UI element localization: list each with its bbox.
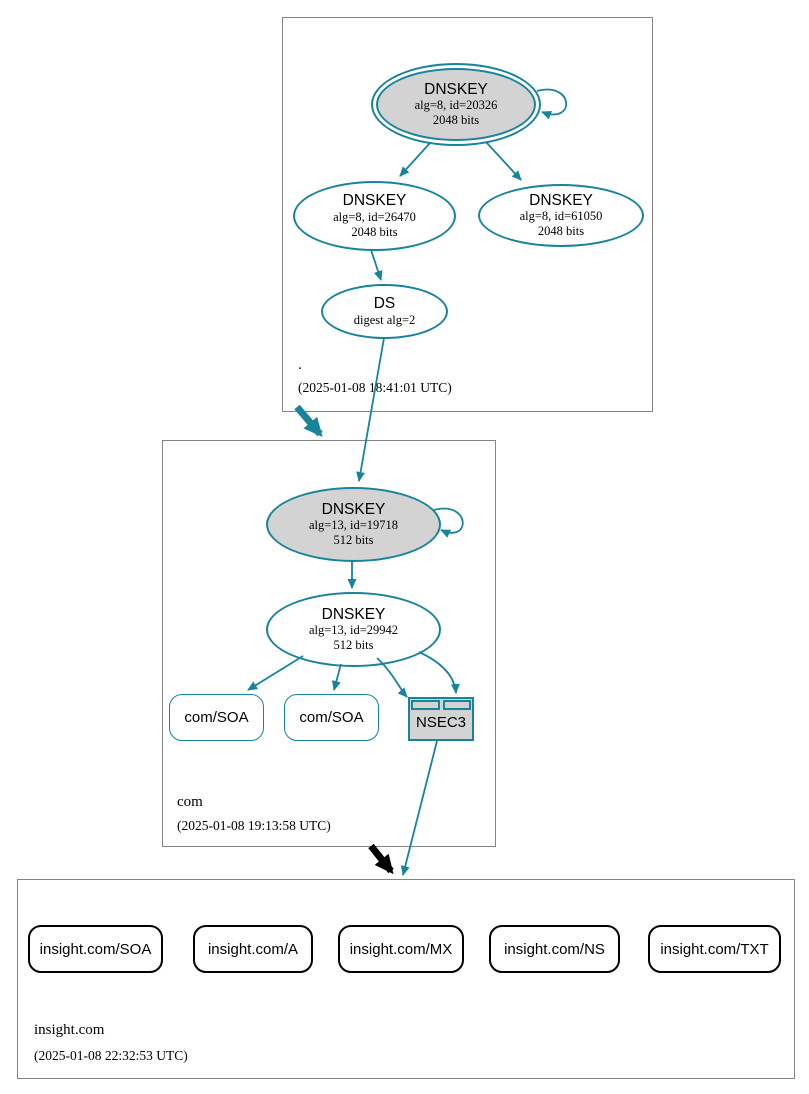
node-root-zsk-title: DNSKEY — [342, 192, 407, 210]
node-root-dnskey3-detail2: 2048 bits — [537, 224, 585, 239]
node-root-ksk-inner: DNSKEY alg=8, id=20326 2048 bits — [376, 68, 536, 141]
node-com-ksk-title: DNSKEY — [321, 500, 386, 518]
node-root-ksk-detail2: 2048 bits — [432, 113, 480, 128]
zone-label-insight: insight.com — [34, 1022, 105, 1038]
node-root-zsk-26470: DNSKEY alg=8, id=26470 2048 bits — [293, 181, 456, 251]
node-root-ksk-title: DNSKEY — [424, 80, 488, 98]
node-com-soa-1: com/SOA — [169, 694, 264, 741]
node-root-dnskey-61050: DNSKEY alg=8, id=61050 2048 bits — [478, 184, 644, 247]
node-com-zsk-detail1: alg=13, id=29942 — [308, 623, 399, 638]
zone-timestamp-com: (2025-01-08 19:13:58 UTC) — [177, 818, 331, 833]
node-com-nsec3: NSEC3 — [408, 697, 474, 741]
nsec3-header-cells — [411, 700, 471, 710]
node-com-zsk-detail2: 512 bits — [333, 638, 374, 653]
node-insight-mx-label: insight.com/MX — [349, 940, 453, 958]
node-com-soa-1-label: com/SOA — [184, 709, 249, 726]
node-root-dnskey3-detail1: alg=8, id=61050 — [519, 209, 603, 224]
node-insight-ns: insight.com/NS — [489, 925, 620, 973]
zone-label-com: com — [177, 794, 203, 810]
node-root-ksk-detail1: alg=8, id=20326 — [414, 98, 498, 113]
node-com-soa-2-label: com/SOA — [299, 709, 364, 726]
node-insight-mx: insight.com/MX — [338, 925, 464, 973]
edge-delegation-com-to-insight — [368, 843, 394, 875]
node-root-ksk: DNSKEY alg=8, id=20326 2048 bits — [371, 63, 541, 146]
node-root-zsk-detail2: 2048 bits — [351, 224, 398, 239]
zone-box-com: com (2025-01-08 19:13:58 UTC) DNSKEY alg… — [162, 440, 496, 847]
node-root-ds-title: DS — [373, 295, 396, 313]
zone-label-root: . — [298, 357, 302, 373]
node-insight-txt-label: insight.com/TXT — [660, 940, 769, 958]
node-root-ds-detail1: digest alg=2 — [353, 312, 416, 327]
nsec3-cell-right — [442, 700, 471, 710]
nsec3-cell-left — [411, 700, 440, 710]
node-insight-ns-label: insight.com/NS — [504, 940, 605, 958]
node-root-zsk-detail1: alg=8, id=26470 — [333, 209, 416, 224]
node-com-nsec3-label: NSEC3 — [415, 714, 467, 731]
zone-box-root: . (2025-01-08 18:41:01 UTC) DNSKEY alg=8… — [282, 17, 653, 412]
zone-timestamp-root: (2025-01-08 18:41:01 UTC) — [298, 380, 452, 395]
node-com-soa-2: com/SOA — [284, 694, 379, 741]
node-insight-a-label: insight.com/A — [207, 940, 299, 958]
node-insight-soa-label: insight.com/SOA — [39, 940, 152, 958]
node-insight-txt: insight.com/TXT — [648, 925, 781, 973]
node-root-dnskey3-title: DNSKEY — [529, 191, 593, 209]
node-com-ksk-detail1: alg=13, id=19718 — [308, 518, 399, 533]
node-com-zsk: DNSKEY alg=13, id=29942 512 bits — [266, 592, 441, 667]
node-root-ds: DS digest alg=2 — [321, 284, 448, 339]
zone-box-insight: insight.com (2025-01-08 22:32:53 UTC) in… — [17, 879, 795, 1079]
node-com-ksk: DNSKEY alg=13, id=19718 512 bits — [266, 487, 441, 562]
node-insight-soa: insight.com/SOA — [28, 925, 163, 973]
zone-timestamp-insight: (2025-01-08 22:32:53 UTC) — [34, 1048, 188, 1063]
node-com-zsk-title: DNSKEY — [321, 605, 386, 623]
node-com-ksk-detail2: 512 bits — [333, 533, 374, 548]
node-insight-a: insight.com/A — [193, 925, 313, 973]
